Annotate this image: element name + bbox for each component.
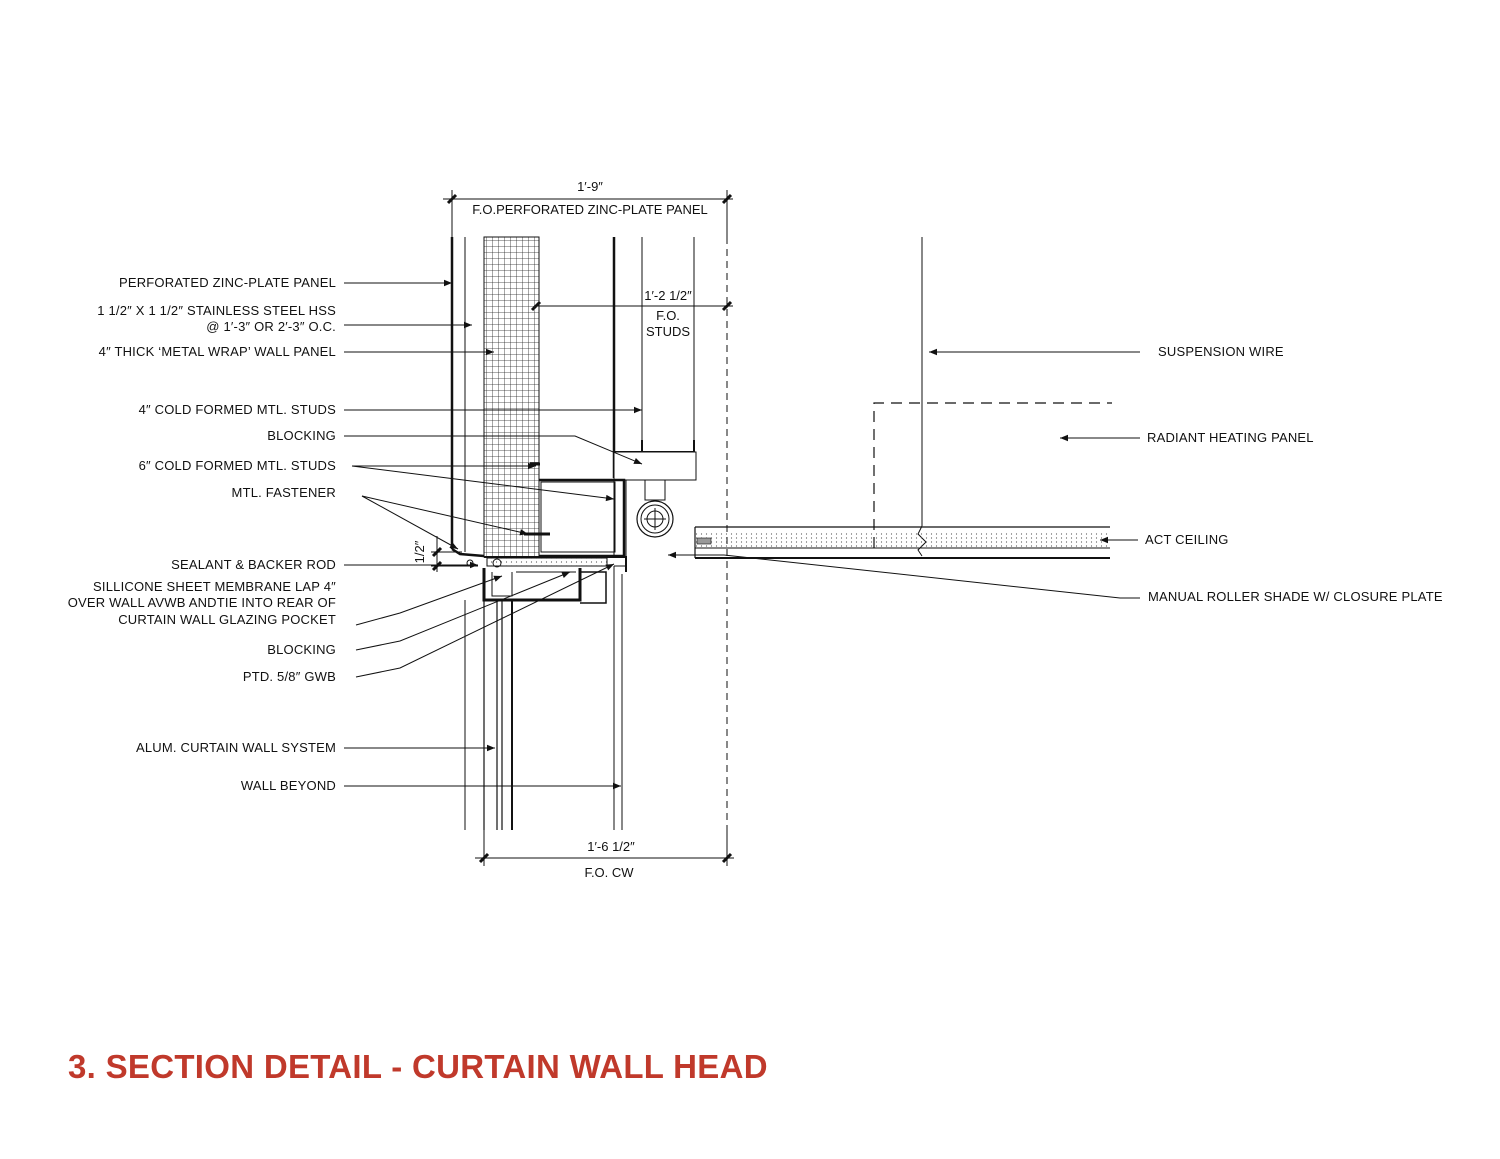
dim-top-value: 1′-9″ bbox=[577, 179, 603, 194]
dim-studs-label-2: STUDS bbox=[646, 324, 690, 339]
label-metal-wrap: 4″ THICK ‘METAL WRAP’ WALL PANEL bbox=[99, 344, 336, 359]
dim-bottom-label: F.O. CW bbox=[584, 865, 634, 880]
label-perforated-panel: PERFORATED ZINC-PLATE PANEL bbox=[119, 275, 336, 290]
wall-assembly bbox=[450, 236, 697, 830]
labels-right: SUSPENSION WIRE RADIANT HEATING PANEL AC… bbox=[1145, 344, 1443, 604]
dim-half-inch: 1/2″ bbox=[412, 540, 427, 563]
label-curtain-wall: ALUM. CURTAIN WALL SYSTEM bbox=[136, 740, 336, 755]
label-suspension-wire: SUSPENSION WIRE bbox=[1158, 344, 1284, 359]
dimension-bottom bbox=[475, 830, 734, 866]
label-membrane-line-1: SILLICONE SHEET MEMBRANE LAP 4″ bbox=[93, 579, 336, 594]
dim-studs-value: 1′-2 1/2″ bbox=[644, 288, 692, 303]
label-hss-line-1: 1 1/2″ X 1 1/2″ STAINLESS STEEL HSS bbox=[97, 303, 336, 318]
ceiling-assembly bbox=[694, 237, 1112, 559]
label-membrane-line-3: CURTAIN WALL GLAZING POCKET bbox=[118, 612, 336, 627]
dimension-top bbox=[443, 190, 733, 237]
label-blocking-1: BLOCKING bbox=[267, 428, 336, 443]
label-act-ceiling: ACT CEILING bbox=[1145, 532, 1229, 547]
drawing-title: 3. SECTION DETAIL - CURTAIN WALL HEAD bbox=[68, 1048, 768, 1085]
leaders-right bbox=[668, 348, 1140, 599]
label-fastener: MTL. FASTENER bbox=[232, 485, 336, 500]
leaders-left bbox=[344, 279, 643, 790]
label-hss-line-2: @ 1′-3″ OR 2′-3″ O.C. bbox=[206, 319, 336, 334]
roller-shade bbox=[636, 479, 674, 538]
label-sealant: SEALANT & BACKER ROD bbox=[171, 557, 336, 572]
label-blocking-2: BLOCKING bbox=[267, 642, 336, 657]
dimension-studs bbox=[530, 300, 733, 312]
label-studs-4: 4″ COLD FORMED MTL. STUDS bbox=[139, 402, 337, 417]
dim-studs-label-1: F.O. bbox=[656, 308, 680, 323]
label-wall-beyond: WALL BEYOND bbox=[241, 778, 336, 793]
dim-top-label: F.O.PERFORATED ZINC-PLATE PANEL bbox=[472, 202, 707, 217]
label-gwb: PTD. 5/8″ GWB bbox=[243, 669, 336, 684]
label-roller-shade: MANUAL ROLLER SHADE W/ CLOSURE PLATE bbox=[1148, 589, 1443, 604]
label-membrane-line-2: OVER WALL AVWB ANDTIE INTO REAR OF bbox=[68, 595, 336, 610]
label-radiant-panel: RADIANT HEATING PANEL bbox=[1147, 430, 1314, 445]
dim-bottom-value: 1′-6 1/2″ bbox=[587, 839, 635, 854]
labels-left: PERFORATED ZINC-PLATE PANEL 1 1/2″ X 1 1… bbox=[68, 275, 336, 793]
label-studs-6: 6″ COLD FORMED MTL. STUDS bbox=[139, 458, 337, 473]
